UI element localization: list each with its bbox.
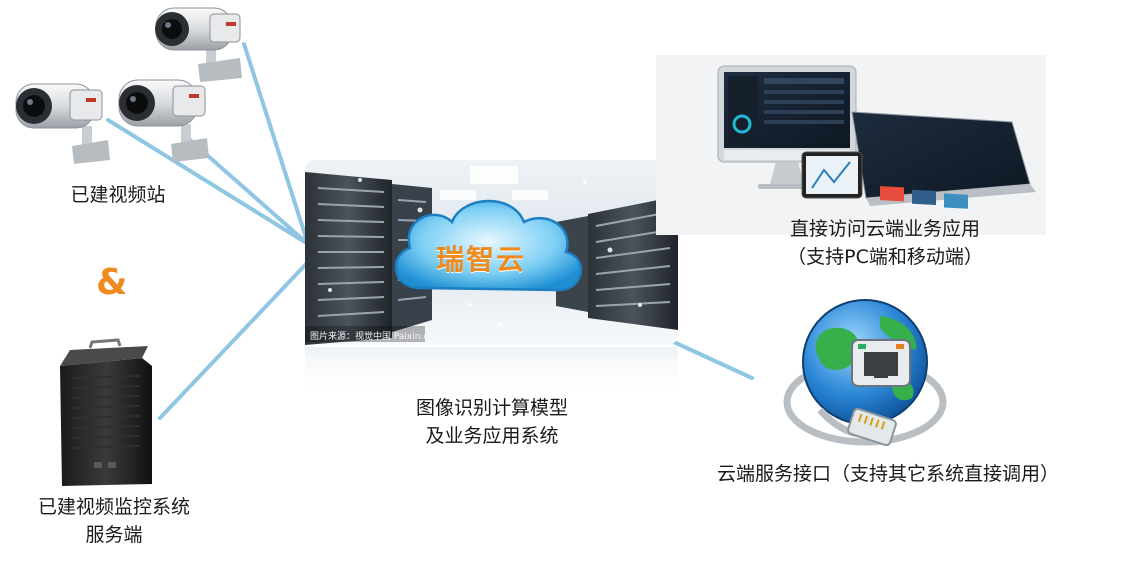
photo-caption: 图片来源：视觉中国 Paixin.com	[310, 332, 443, 342]
api-label: 云端服务接口（支持其它系统直接调用）	[716, 463, 1059, 485]
server-label-line1: 已建视频监控系统	[37, 496, 190, 518]
connector-camera-right	[188, 138, 310, 246]
cameras-label: 已建视频站	[70, 184, 166, 206]
cloud-badge-text: 瑞智云	[436, 243, 527, 276]
center-label-line2: 及业务应用系统	[425, 425, 559, 447]
server-label-line2: 服务端	[85, 524, 143, 546]
cloud-icon	[394, 199, 583, 292]
camera-icon-top	[155, 7, 242, 82]
camera-icon-right	[118, 79, 209, 162]
devices-label-line2: （支持PC端和移动端）	[787, 246, 983, 268]
server-tower-icon	[60, 338, 152, 486]
connector-server	[158, 260, 310, 420]
camera-icon-left	[15, 83, 110, 164]
connector-camera-left	[106, 118, 310, 246]
ampersand-symbol: &	[96, 262, 128, 303]
center-label-line1: 图像识别计算模型	[415, 397, 568, 419]
globe-network-icon	[783, 299, 947, 447]
devices-label-line1: 直接访问云端业务应用	[789, 218, 980, 240]
connector-api	[663, 336, 754, 380]
devices-mockup	[656, 55, 1046, 235]
connector-camera-top	[242, 42, 310, 246]
